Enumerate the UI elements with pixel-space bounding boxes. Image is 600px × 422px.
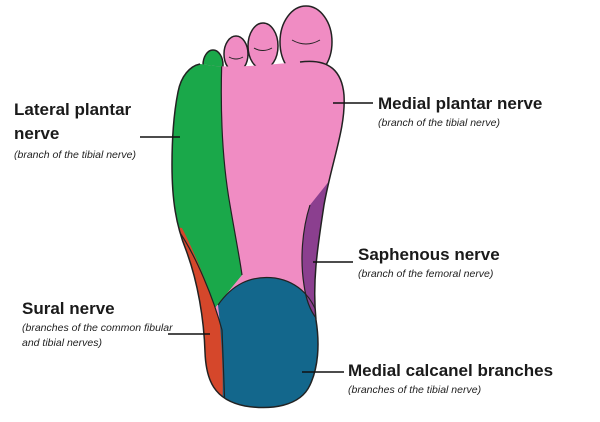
boundary-line	[220, 61, 243, 276]
lateral-plantar-label: Lateral plantar nerve (branch of the tib…	[14, 98, 164, 163]
boundary-line	[217, 276, 319, 319]
foot-outline	[171, 60, 345, 409]
lateral-plantar-title: Lateral plantar nerve	[14, 100, 132, 143]
medial-plantar-title: Medial plantar nerve	[378, 94, 543, 113]
sural-subtitle: (branches of the common fibular and tibi…	[22, 322, 173, 349]
saphenous-label: Saphenous nerve (branch of the femoral n…	[358, 243, 588, 282]
medial-plantar-subtitle: (branch of the tibial nerve)	[378, 117, 500, 129]
boundary-line	[177, 229, 226, 408]
lateral-plantar-subtitle: (branch of the tibial nerve)	[14, 149, 136, 161]
saphenous-title: Saphenous nerve	[358, 245, 500, 264]
saphenous-subtitle: (branch of the femoral nerve)	[358, 268, 494, 280]
medial-calcaneal-region	[218, 277, 330, 408]
second-toe	[247, 22, 279, 70]
boundary-line	[301, 204, 317, 319]
medial-calcaneal-title: Medial calcanel branches	[348, 361, 554, 380]
medial-calcaneal-subtitle: (branches of the tibial nerve)	[348, 384, 482, 396]
toe-crease	[228, 56, 244, 60]
toe-crease	[291, 39, 321, 45]
sural-title: Sural nerve	[22, 299, 115, 318]
sural-label: Sural nerve (branches of the common fibu…	[22, 297, 187, 351]
toe-crease	[253, 47, 273, 51]
medial-plantar-label: Medial plantar nerve (branch of the tibi…	[378, 92, 598, 131]
sole-regions	[172, 61, 345, 408]
medial-calcaneal-label: Medial calcanel branches (branches of th…	[348, 359, 588, 398]
